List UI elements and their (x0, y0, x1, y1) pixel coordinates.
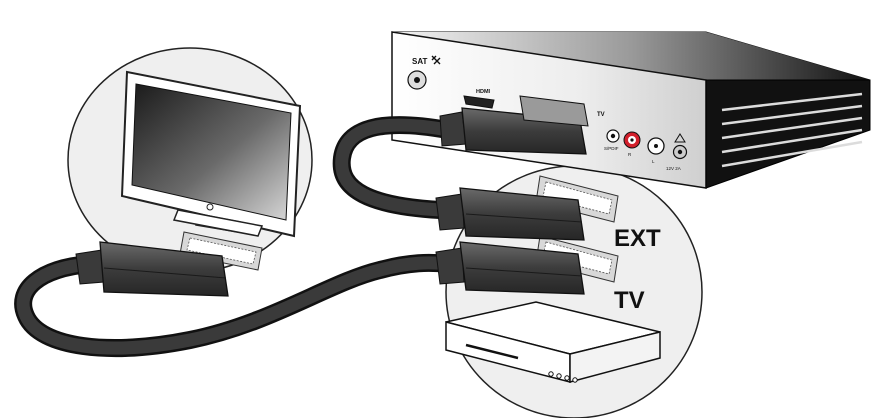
satellite-icon (431, 55, 441, 65)
rca-red-port (623, 131, 641, 149)
ext-label: EXT (614, 225, 661, 252)
tv-monitor-icon (120, 70, 302, 238)
receiver-tv-port-label: TV (597, 112, 605, 118)
sat-label: SAT (412, 57, 428, 66)
hdmi-port (463, 95, 495, 109)
tv-port-scart-plug (435, 241, 585, 295)
tv-label: TV (614, 287, 645, 314)
tv-scart-socket (179, 231, 263, 271)
ext-scart-plug (435, 187, 585, 241)
rca-white-port (647, 137, 665, 155)
dvd-player-icon (445, 301, 661, 383)
scart-cables (14, 116, 457, 357)
r-label: R (628, 152, 632, 157)
receiver-vents (721, 92, 863, 168)
receiver-scart-plug (439, 95, 589, 155)
tv-side-scart-plug (75, 241, 229, 297)
sat-input-port (407, 70, 427, 90)
scart-connector-icon (75, 95, 589, 297)
spdif-port (606, 129, 620, 143)
dvd-buttons (548, 371, 578, 383)
ext-scart-socket (535, 175, 619, 223)
l-label: L (652, 159, 655, 164)
spdif-label: S/PDIF (604, 146, 619, 151)
hdmi-label: HDMI (476, 89, 491, 95)
power-label: 12V 2A (666, 166, 681, 171)
warning-icon (674, 133, 686, 143)
power-port (672, 144, 688, 160)
